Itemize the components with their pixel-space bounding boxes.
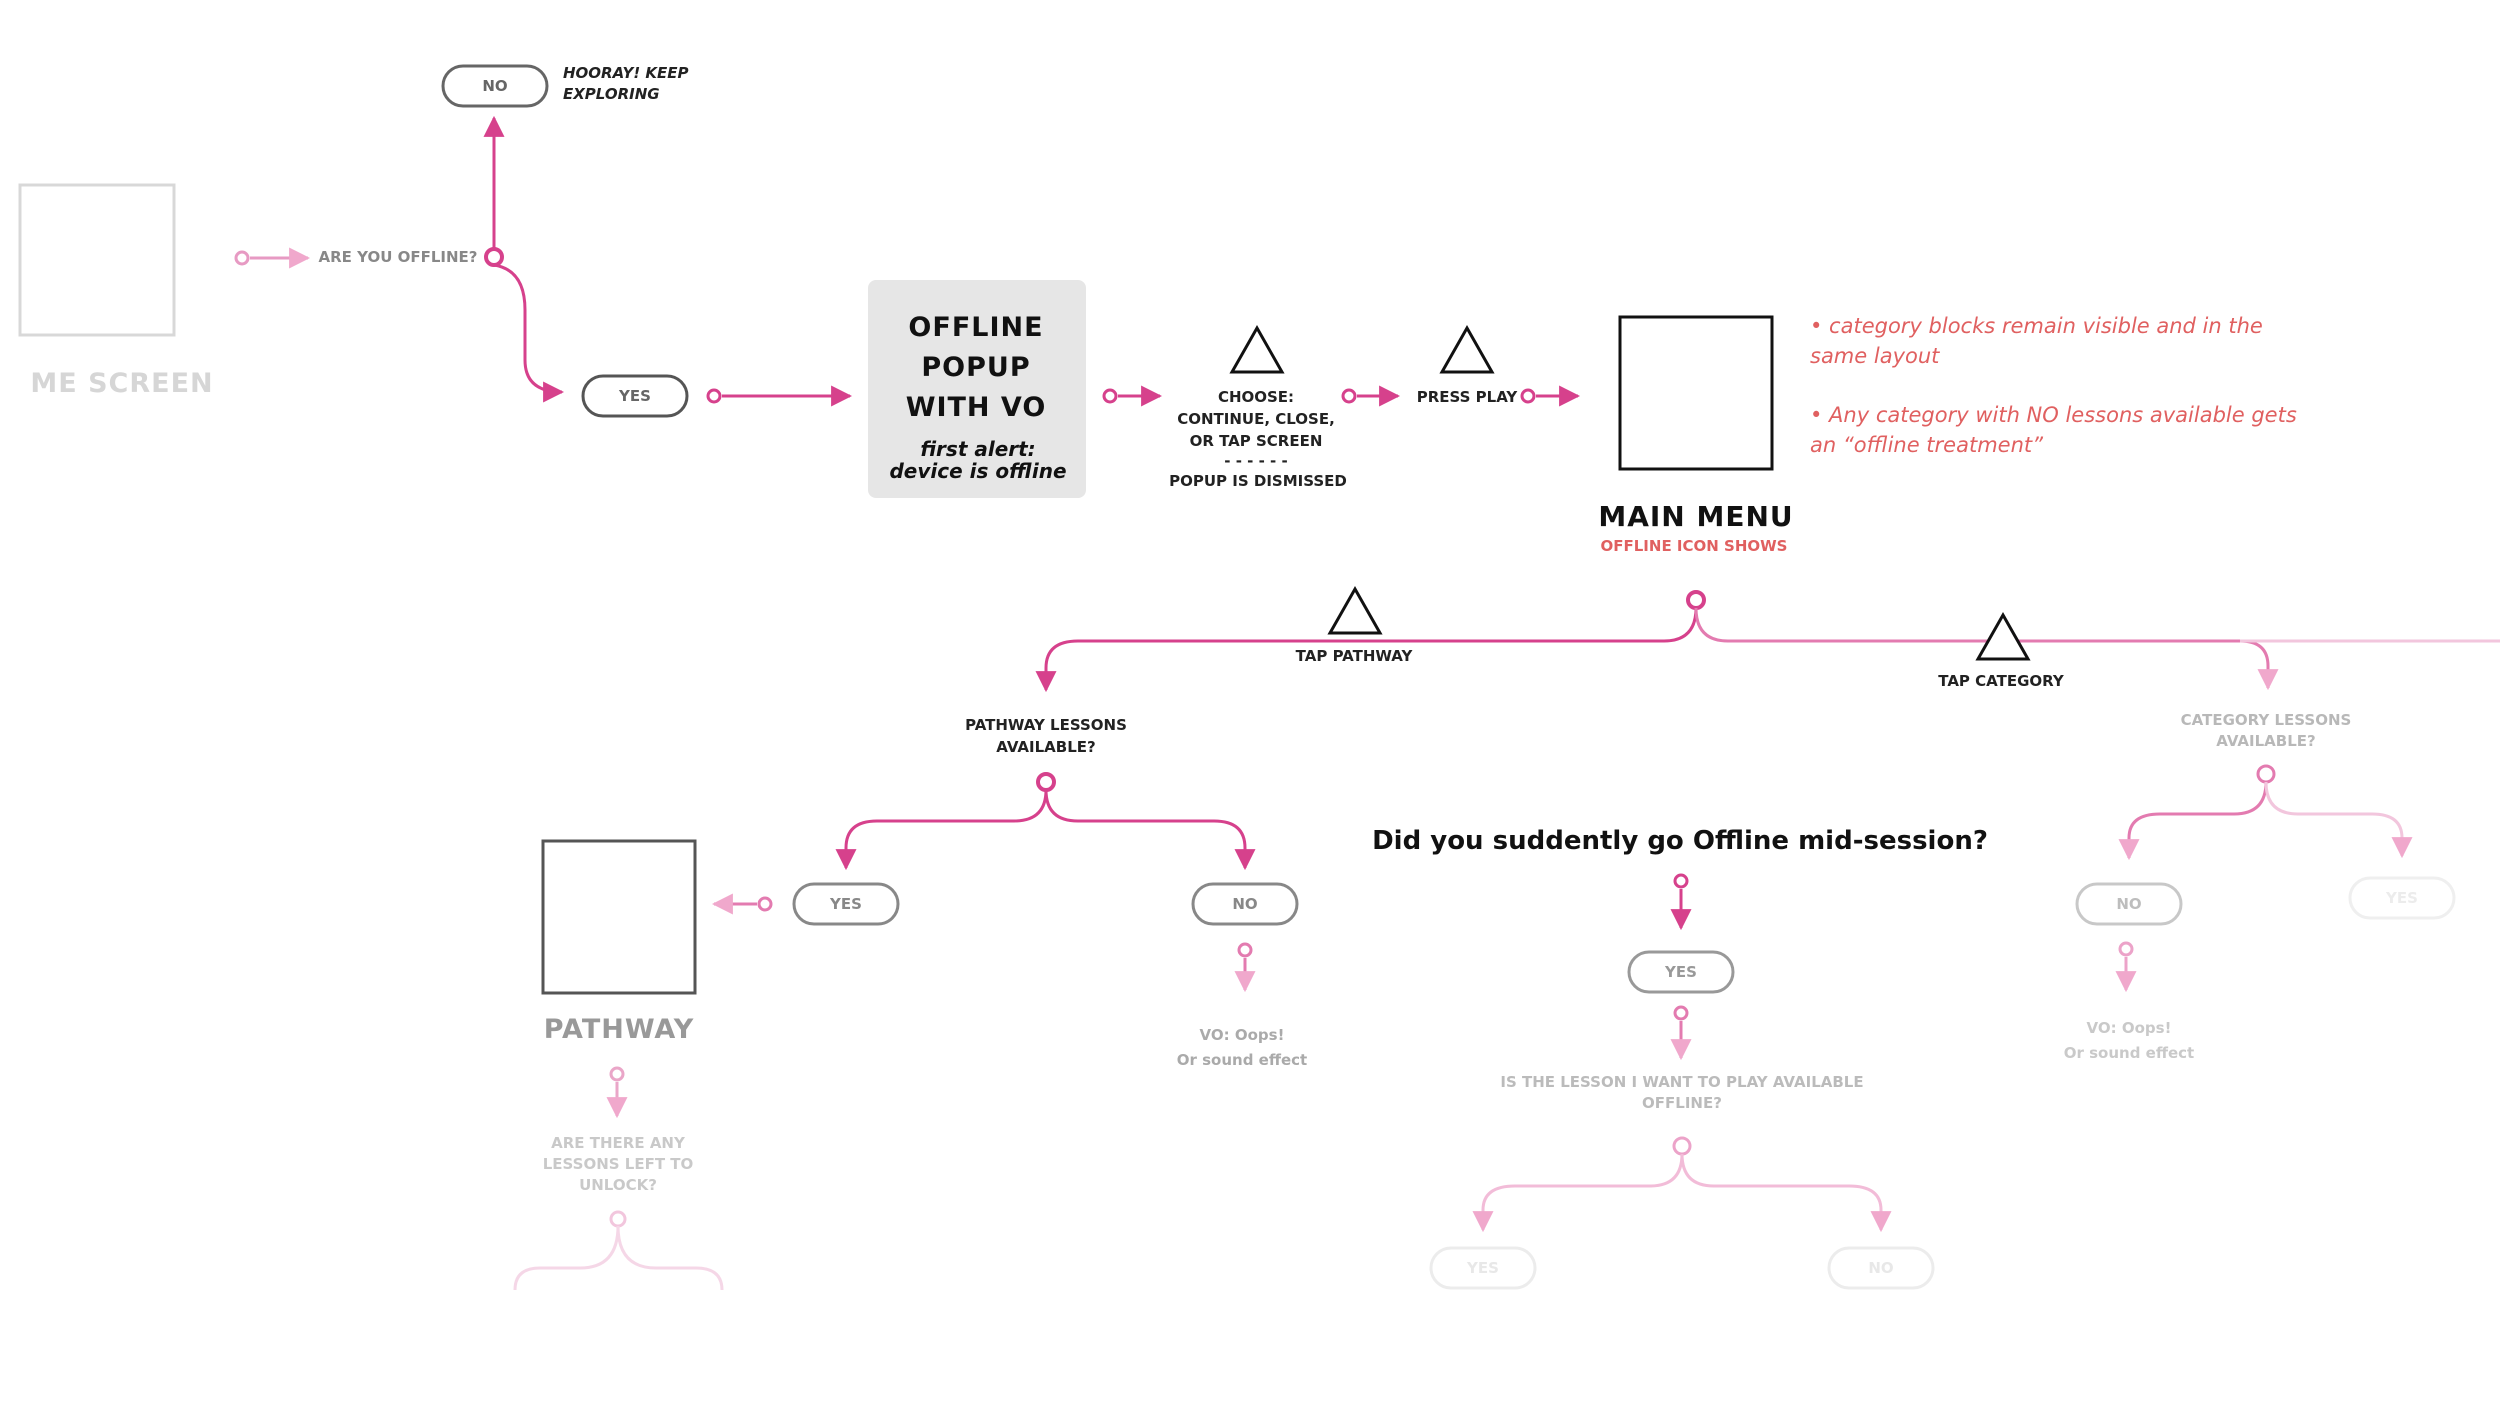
faint-branch — [616, 1225, 724, 1291]
choose-separator: - - - - - - — [1224, 452, 1287, 470]
tap-pathway-label: TAP PATHWAY — [1296, 647, 1414, 665]
decision-node-pathway — [1036, 772, 1056, 792]
category-no-pill — [2075, 882, 2183, 926]
faint-branch — [513, 1225, 620, 1291]
choose-label-1: CHOOSE: — [1218, 388, 1294, 406]
branch-arrow-pathway — [1035, 607, 1698, 693]
decision-node-category — [2256, 764, 2276, 784]
mid-bottom-yes-label: YES — [1466, 1259, 1499, 1277]
connector-node — [1673, 873, 1689, 889]
hooray-label-1: HOORAY! KEEP — [563, 64, 689, 82]
yes-pill-top — [581, 374, 689, 418]
flow-arrow-pathway-no — [1044, 789, 1256, 871]
action-triangle-icon — [1439, 324, 1495, 374]
main-menu-box — [1618, 315, 1774, 471]
connector-node — [1341, 388, 1357, 404]
hooray-label-2: EXPLORING — [563, 85, 660, 103]
connector-node — [1520, 388, 1536, 404]
popup-title-2: POPUP — [921, 352, 1030, 383]
pathway-lessons-label-1: PATHWAY LESSONS — [965, 716, 1127, 734]
choose-label-2: CONTINUE, CLOSE, — [1177, 410, 1335, 428]
connector-node — [1102, 388, 1118, 404]
lessons-left-label-3: UNLOCK? — [579, 1176, 657, 1194]
popup-title-1: OFFLINE — [908, 312, 1043, 343]
pathway-lessons-label-2: AVAILABLE? — [996, 738, 1095, 756]
category-yes-label: YES — [2385, 889, 2418, 907]
flow-arrow-category-no — [2118, 781, 2268, 861]
decision-node-menu — [1686, 590, 1706, 610]
popup-title-3: WITH VO — [906, 392, 1047, 423]
note-2b: an “offline treatment” — [1810, 433, 2044, 457]
home-screen-label: ME SCREEN — [30, 368, 213, 399]
yes-pill-top-label: YES — [618, 387, 651, 405]
offline-popup-box — [868, 280, 1086, 498]
tap-pathway-triangle-icon — [1327, 585, 1383, 635]
category-vo-label-1: VO: Oops! — [2087, 1019, 2172, 1037]
action-triangle-icon — [1229, 324, 1285, 374]
no-pill-top — [441, 64, 549, 108]
mid-yes-label: YES — [1664, 963, 1697, 981]
pathway-no-label: NO — [1232, 895, 1257, 913]
no-pill-top-label: NO — [482, 77, 507, 95]
flow-arrow-pathway-yes — [835, 789, 1048, 871]
category-lessons-label-2: AVAILABLE? — [2216, 732, 2315, 750]
pathway-yes-label: YES — [829, 895, 862, 913]
category-no-label: NO — [2116, 895, 2141, 913]
connector-node — [706, 388, 722, 404]
press-play-label: PRESS PLAY — [1417, 388, 1519, 406]
connector-node — [234, 250, 250, 266]
faint-branch — [1680, 1153, 1892, 1233]
category-yes-pill — [2348, 876, 2456, 920]
lessons-left-label-1: ARE THERE ANY — [551, 1134, 686, 1152]
lesson-offline-label-1: IS THE LESSON I WANT TO PLAY AVAILABLE — [1500, 1073, 1863, 1091]
faint-branch — [1472, 1153, 1684, 1233]
connector-node — [757, 896, 773, 912]
decision-node-faint — [609, 1210, 627, 1228]
decision-node-offline — [484, 247, 504, 267]
choose-label-3: OR TAP SCREEN — [1190, 432, 1323, 450]
connector-node — [609, 1066, 625, 1082]
mid-bottom-no-pill — [1827, 1246, 1935, 1290]
pathway-yes-pill — [792, 882, 900, 926]
vo-oops-label-1: VO: Oops! — [1200, 1026, 1285, 1044]
lesson-offline-label-2: OFFLINE? — [1642, 1094, 1722, 1112]
tap-category-triangle-icon — [1975, 611, 2031, 661]
popup-alert-2: device is offline — [889, 459, 1066, 483]
mid-bottom-no-label: NO — [1868, 1259, 1893, 1277]
pathway-no-pill — [1191, 882, 1299, 926]
flow-arrow-category-yes — [2264, 781, 2413, 859]
mid-yes-pill — [1627, 950, 1735, 994]
note-1b: same layout — [1810, 344, 1940, 368]
choose-label-4: POPUP IS DISMISSED — [1169, 472, 1347, 490]
connector-node — [1673, 1005, 1689, 1021]
note-2a: • Any category with NO lessons available… — [1810, 403, 2297, 427]
pathway-box — [541, 839, 697, 995]
home-screen-box — [18, 183, 176, 337]
category-vo-label-2: Or sound effect — [2064, 1044, 2194, 1062]
offline-icon-shows-label: OFFLINE ICON SHOWS — [1601, 537, 1788, 555]
pathway-title: PATHWAY — [544, 1014, 695, 1045]
are-you-offline-label: ARE YOU OFFLINE? — [319, 248, 478, 266]
mid-session-title: Did you suddently go Offline mid-session… — [1372, 826, 1988, 856]
lessons-left-label-2: LESSONS LEFT TO — [543, 1155, 694, 1173]
category-lessons-label-1: CATEGORY LESSONS — [2181, 711, 2352, 729]
connector-node — [2118, 941, 2134, 957]
vo-oops-label-2: Or sound effect — [1177, 1051, 1307, 1069]
mid-bottom-yes-pill — [1429, 1246, 1537, 1290]
popup-alert-1: first alert: — [920, 437, 1035, 461]
decision-node-faint — [1672, 1136, 1692, 1156]
note-1a: • category blocks remain visible and in … — [1810, 314, 2263, 338]
flow-arrow-yes — [493, 263, 565, 403]
connector-node — [1237, 942, 1253, 958]
main-menu-title: MAIN MENU — [1598, 500, 1793, 533]
tap-category-label: TAP CATEGORY — [1938, 672, 2065, 690]
